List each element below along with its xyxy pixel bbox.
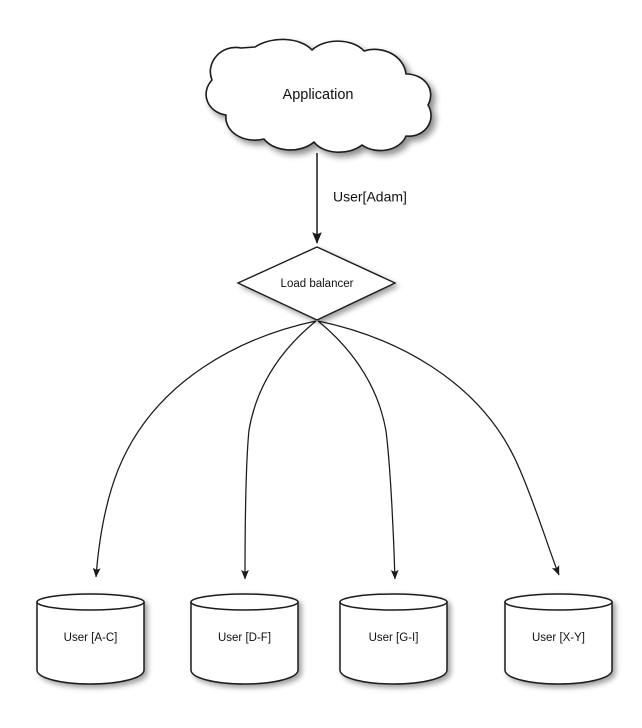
edge-loadbalancer-to-shard-a-c: [92, 320, 317, 578]
cylinder-top-d-f: [190, 593, 299, 611]
load-balancer-label: Load balancer: [281, 278, 354, 290]
cylinder-body-g-i: [339, 601, 448, 685]
cylinder-body-a-c: [36, 601, 145, 685]
node-shard-g-i[interactable]: User [G-I]: [339, 593, 448, 685]
shard-g-i-label: User [G-I]: [369, 632, 419, 644]
node-application[interactable]: Application: [205, 38, 432, 153]
edge-loadbalancer-to-shard-x-y: [317, 320, 560, 576]
shard-d-f-label: User [D-F]: [218, 632, 271, 644]
edge-loadbalancer-to-shard-g-i: [317, 320, 399, 580]
cloud-shape: [205, 38, 432, 153]
cylinder-top-g-i: [339, 593, 448, 611]
edge-loadbalancer-to-shard-d-f: [241, 320, 317, 580]
edge-label-user-adam: User[Adam]: [333, 189, 407, 205]
node-load-balancer[interactable]: Load balancer: [236, 246, 397, 321]
node-shard-x-y[interactable]: User [X-Y]: [504, 593, 613, 685]
cylinder-body-d-f: [190, 601, 299, 685]
cylinder-body-x-y: [504, 601, 613, 685]
shard-a-c-label: User [A-C]: [64, 632, 118, 644]
cylinder-top-a-c: [36, 593, 145, 611]
cylinder-top-x-y: [504, 593, 613, 611]
diamond-shape: [236, 246, 397, 321]
application-label: Application: [283, 87, 354, 103]
shard-x-y-label: User [X-Y]: [532, 632, 585, 644]
node-shard-d-f[interactable]: User [D-F]: [190, 593, 299, 685]
node-shard-a-c[interactable]: User [A-C]: [36, 593, 145, 685]
